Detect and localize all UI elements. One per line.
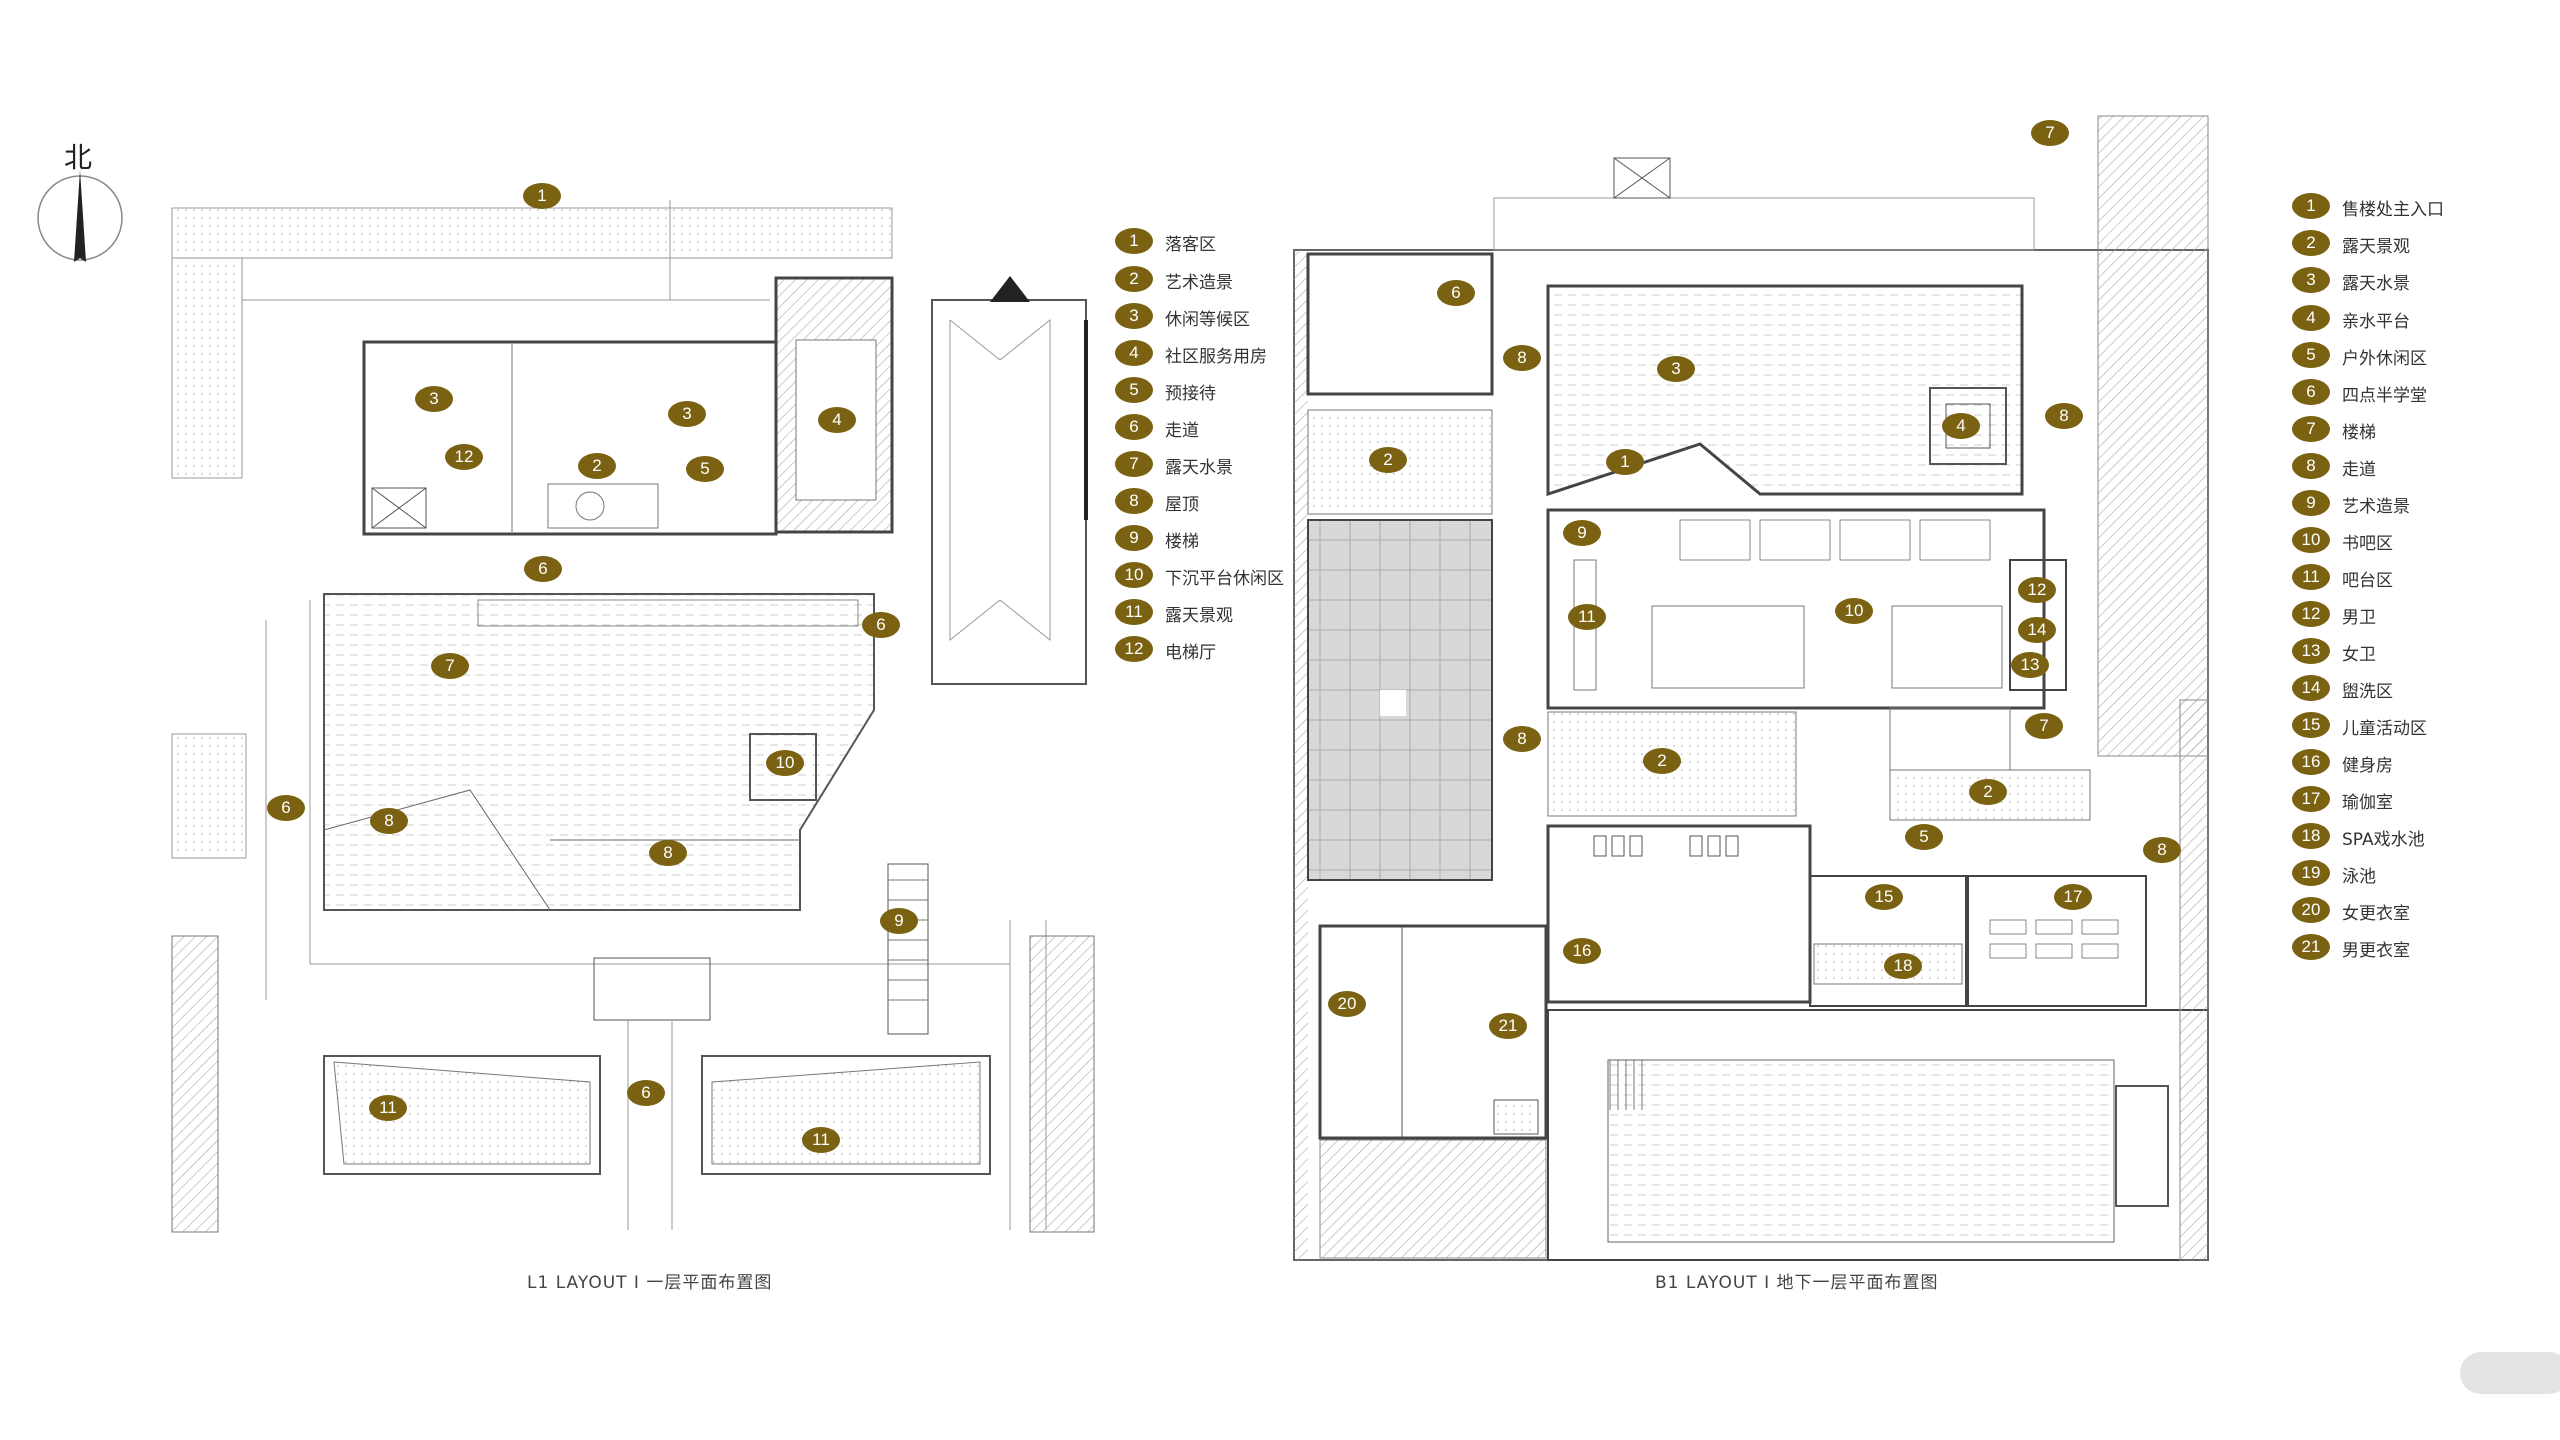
l1-marker: 6 [267,795,305,821]
b1-marker: 7 [2031,120,2069,146]
l1-marker: 4 [818,407,856,433]
b1-marker: 1 [1606,449,1644,475]
b1-marker: 6 [1437,280,1475,306]
b1-marker: 16 [1563,938,1601,964]
l1-marker: 8 [370,808,408,834]
l1-marker: 3 [415,386,453,412]
b1-marker: 7 [2025,713,2063,739]
l1-marker: 1 [523,183,561,209]
b1-marker: 15 [1865,884,1903,910]
b1-marker: 8 [1503,726,1541,752]
l1-marker: 3 [668,401,706,427]
l1-marker: 12 [445,444,483,470]
b1-marker: 18 [1884,953,1922,979]
b1-marker: 8 [2143,837,2181,863]
b1-marker: 20 [1328,991,1366,1017]
l1-marker: 6 [627,1080,665,1106]
b1-marker: 5 [1905,824,1943,850]
b1-marker: 8 [1503,345,1541,371]
b1-marker: 9 [1563,520,1601,546]
l1-marker: 2 [578,453,616,479]
b1-marker: 2 [1969,779,2007,805]
b1-marker: 10 [1835,598,1873,624]
l1-marker: 11 [802,1127,840,1153]
b1-marker: 4 [1942,413,1980,439]
l1-marker: 7 [431,653,469,679]
b1-marker: 21 [1489,1013,1527,1039]
b1-marker: 17 [2054,884,2092,910]
l1-caption: L1 LAYOUT I 一层平面布置图 [527,1273,773,1293]
north-label: 北 [64,141,93,174]
l1-marker: 6 [862,612,900,638]
b1-marker: 12 [2018,577,2056,603]
l1-marker: 6 [524,556,562,582]
b1-caption: B1 LAYOUT I 地下一层平面布置图 [1655,1273,1939,1293]
b1-marker: 14 [2018,617,2056,643]
l1-marker: 8 [649,840,687,866]
b1-marker: 13 [2011,652,2049,678]
l1-marker: 10 [766,750,804,776]
b1-marker: 2 [1369,447,1407,473]
b1-marker: 8 [2045,403,2083,429]
b1-marker: 11 [1568,604,1606,630]
l1-marker: 5 [686,456,724,482]
b1-marker: 3 [1657,356,1695,382]
l1-marker: 11 [369,1095,407,1121]
l1-marker: 9 [880,908,918,934]
page-scroll-handle[interactable] [2460,1352,2560,1394]
b1-marker: 2 [1643,748,1681,774]
